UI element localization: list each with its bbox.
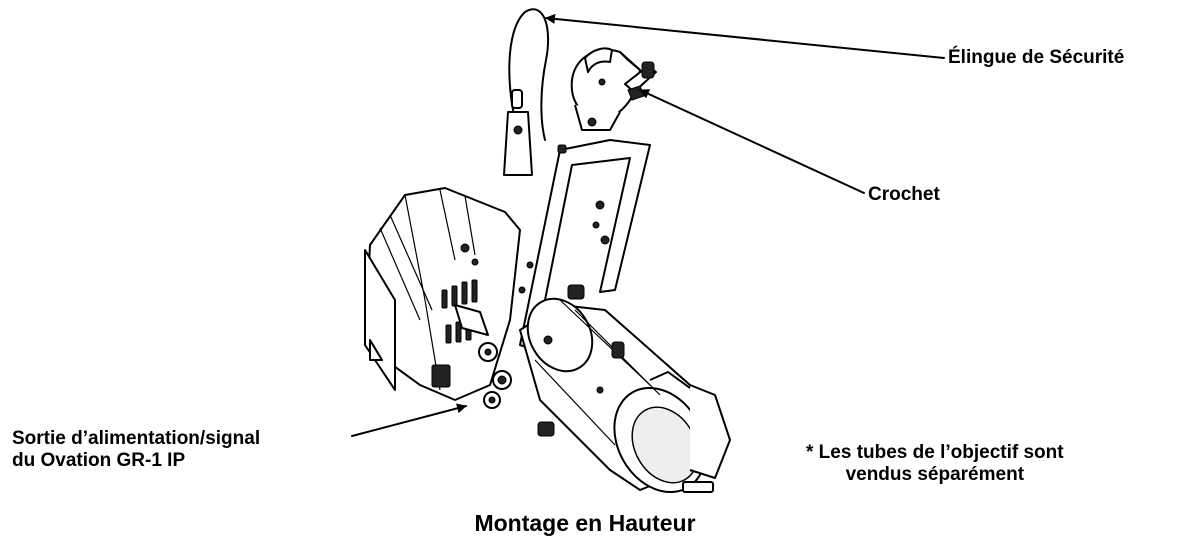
safety-cable-arrow xyxy=(545,13,945,59)
output-label-line-1: Sortie d’alimentation/signal xyxy=(12,428,261,449)
clamp xyxy=(570,47,657,131)
figure-caption: Montage en Hauteur xyxy=(474,510,696,536)
yoke xyxy=(518,139,651,351)
power-signal-output-label: Sortie d’alimentation/signal du Ovation … xyxy=(12,428,260,472)
clamp-label: Crochet xyxy=(868,184,940,205)
note-line-2: vendus séparément xyxy=(845,464,1025,485)
lens-tube-note: * Les tubes de l’objectif sont vendus sé… xyxy=(806,442,1064,486)
output-label-line-2: du Ovation GR-1 IP xyxy=(12,450,186,471)
safety-cable-label: Élingue de Sécurité xyxy=(948,47,1125,68)
fixture-body xyxy=(364,187,521,409)
lens-tube xyxy=(519,284,731,494)
safety-cable xyxy=(503,8,550,176)
clamp-arrow xyxy=(639,89,865,194)
note-line-1: * Les tubes de l’objectif sont xyxy=(806,442,1064,463)
output-arrow xyxy=(351,403,467,437)
